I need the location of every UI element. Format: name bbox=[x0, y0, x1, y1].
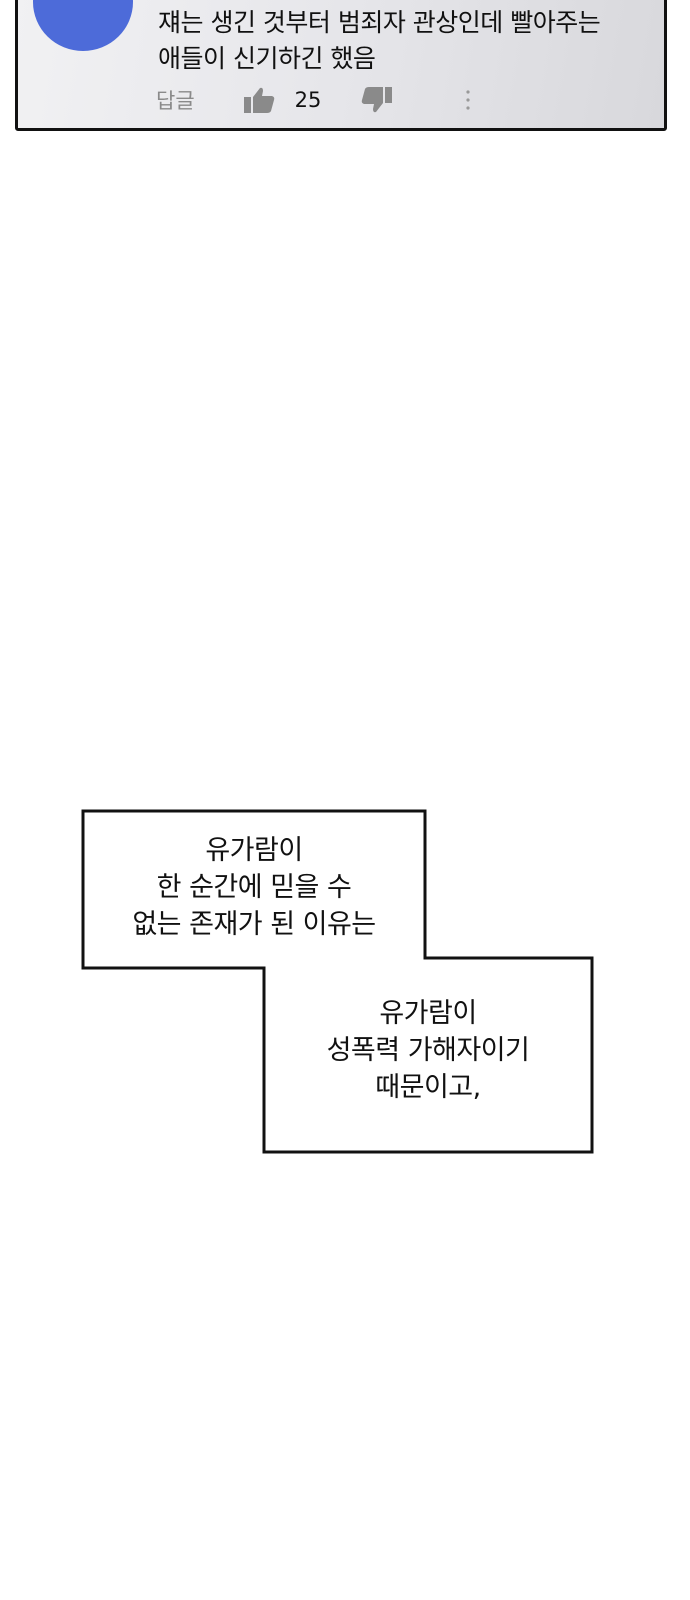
comment-actions: 답글 25 bbox=[156, 85, 471, 115]
comment-text: 쟤는 생긴 것부터 범죄자 관상인데 빨아주는 애들이 신기하긴 했음 bbox=[158, 8, 601, 73]
reply-button[interactable]: 답글 bbox=[156, 89, 195, 113]
thumbs-down-icon[interactable] bbox=[361, 86, 393, 114]
caption-1: 유가람이 한 순간에 믿을 수 없는 존재가 된 이유는 bbox=[132, 835, 376, 940]
comment-card: 쟤는 생긴 것부터 범죄자 관상인데 빨아주는 애들이 신기하긴 했음 답글 2… bbox=[15, 0, 667, 131]
more-options-icon[interactable] bbox=[465, 88, 471, 112]
like-count: 25 bbox=[294, 88, 322, 112]
thumbs-up-icon[interactable] bbox=[243, 86, 275, 114]
caption-2: 유가람이 성폭력 가해자이기 때문이고, bbox=[326, 998, 530, 1103]
